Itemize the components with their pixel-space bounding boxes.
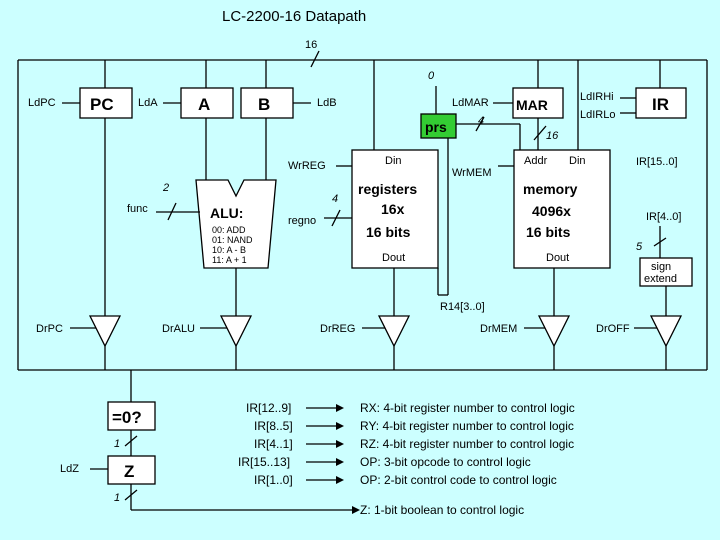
prs-bit-label: 0 (428, 70, 435, 82)
sext-width-slash (653, 237, 667, 247)
alu-op-0: 00: ADD (212, 225, 246, 235)
legend-desc-rx: RX: 4-bit register number to control log… (360, 401, 575, 415)
wrreg-label: WrREG (288, 160, 326, 172)
sign-extend-box (639, 257, 693, 287)
regno-width-label: 4 (332, 193, 338, 205)
z-arrow-head (352, 506, 360, 514)
mar-width-slash (533, 125, 547, 141)
drmem-label: DrMEM (480, 323, 517, 335)
ldirhi-label: LdIRHi (580, 91, 614, 103)
ir-register (635, 87, 687, 119)
memory-label-1: memory (523, 181, 578, 197)
b-label: B (258, 95, 270, 114)
diagram-title: LC-2200-16 Datapath (222, 8, 366, 25)
ldpc-label: LdPC (28, 97, 56, 109)
func-width-label: 2 (162, 182, 169, 194)
prs-width-slash (475, 116, 485, 132)
sign-extend-label-1: sign (651, 261, 671, 273)
z-out-slash (124, 489, 138, 501)
legend-field-op2: IR[1..0] (254, 473, 293, 487)
zero-test-label: =0? (112, 408, 142, 427)
droff-label: DrOFF (596, 323, 630, 335)
regfile-dout-label: Dout (382, 252, 405, 264)
ir-field-lo-label: IR[4..0] (646, 211, 681, 223)
z-label: Z (124, 462, 134, 481)
pc-label: PC (90, 95, 114, 114)
legend-desc-ry: RY: 4-bit register number to control log… (360, 419, 574, 433)
memory-block (513, 149, 611, 269)
mar-width-label: 16 (546, 130, 559, 142)
ir-label: IR (652, 95, 669, 114)
alu-block (195, 179, 277, 269)
regno-width-slash (331, 209, 341, 227)
a-register (180, 87, 234, 119)
alu-label: ALU: (210, 205, 243, 221)
zero-test-box (107, 401, 156, 431)
register-file (351, 149, 439, 269)
dralu-driver (200, 315, 253, 370)
func-label: func (127, 203, 148, 215)
legend-desc-rz: RZ: 4-bit register number to control log… (360, 437, 574, 451)
legend-field-rx: IR[12..9] (246, 401, 291, 415)
pc-register (79, 87, 133, 119)
legend-field-ry: IR[8..5] (254, 419, 293, 433)
ldb-label: LdB (317, 97, 337, 109)
sext-width-label: 5 (636, 241, 643, 253)
memory-label-2: 4096x (532, 203, 571, 219)
a-label: A (198, 95, 210, 114)
bus-width-slash (310, 50, 320, 68)
mem-dout-label: Dout (546, 252, 569, 264)
legend-desc-op3: OP: 3-bit opcode to control logic (360, 455, 531, 469)
legend: IR[12..9] RX: 4-bit register number to c… (238, 401, 575, 487)
wrmem-label: WrMEM (452, 167, 492, 179)
func-width-slash (167, 202, 177, 221)
drmem-driver (524, 315, 571, 370)
regfile-label-1: registers (358, 181, 417, 197)
drpc-label: DrPC (36, 323, 63, 335)
droff-driver (634, 315, 683, 370)
prs-label: prs (425, 119, 447, 135)
alu-op-2: 10: A - B (212, 245, 246, 255)
ir-field-hi-label: IR[15..0] (636, 156, 678, 168)
ldirlo-label: LdIRLo (580, 109, 615, 121)
lda-label: LdA (138, 97, 158, 109)
zero-out-slash (124, 435, 138, 447)
b-register (240, 87, 294, 119)
r14-label: R14[3..0] (440, 301, 485, 313)
mar-register (512, 87, 564, 119)
zero-out-width: 1 (114, 438, 120, 450)
sign-extend-label-2: extend (644, 273, 677, 285)
prs-block (420, 113, 457, 139)
prs-width-label: 4 (478, 115, 484, 127)
regfile-din-label: Din (385, 155, 402, 167)
alu-op-1: 01: NAND (212, 235, 253, 245)
legend-desc-op2: OP: 2-bit control code to control logic (360, 473, 557, 487)
mem-din-label: Din (569, 155, 586, 167)
alu-op-3: 11: A + 1 (212, 255, 247, 265)
z-out-width: 1 (114, 492, 120, 504)
ldz-label: LdZ (60, 463, 79, 475)
drreg-driver (362, 315, 411, 370)
legend-field-rz: IR[4..1] (254, 437, 293, 451)
dralu-label: DrALU (162, 323, 195, 335)
bus-width-label: 16 (305, 39, 317, 51)
z-output-desc: Z: 1-bit boolean to control logic (360, 503, 524, 517)
regfile-label-3: 16 bits (366, 224, 411, 240)
legend-field-op3: IR[15..13] (238, 455, 290, 469)
ldmar-label: LdMAR (452, 97, 489, 109)
drreg-label: DrREG (320, 323, 355, 335)
regno-label: regno (288, 215, 316, 227)
mem-addr-label: Addr (524, 155, 548, 167)
drpc-driver (70, 315, 122, 370)
regfile-label-2: 16x (381, 201, 405, 217)
memory-label-3: 16 bits (526, 224, 571, 240)
mar-label: MAR (516, 97, 548, 113)
